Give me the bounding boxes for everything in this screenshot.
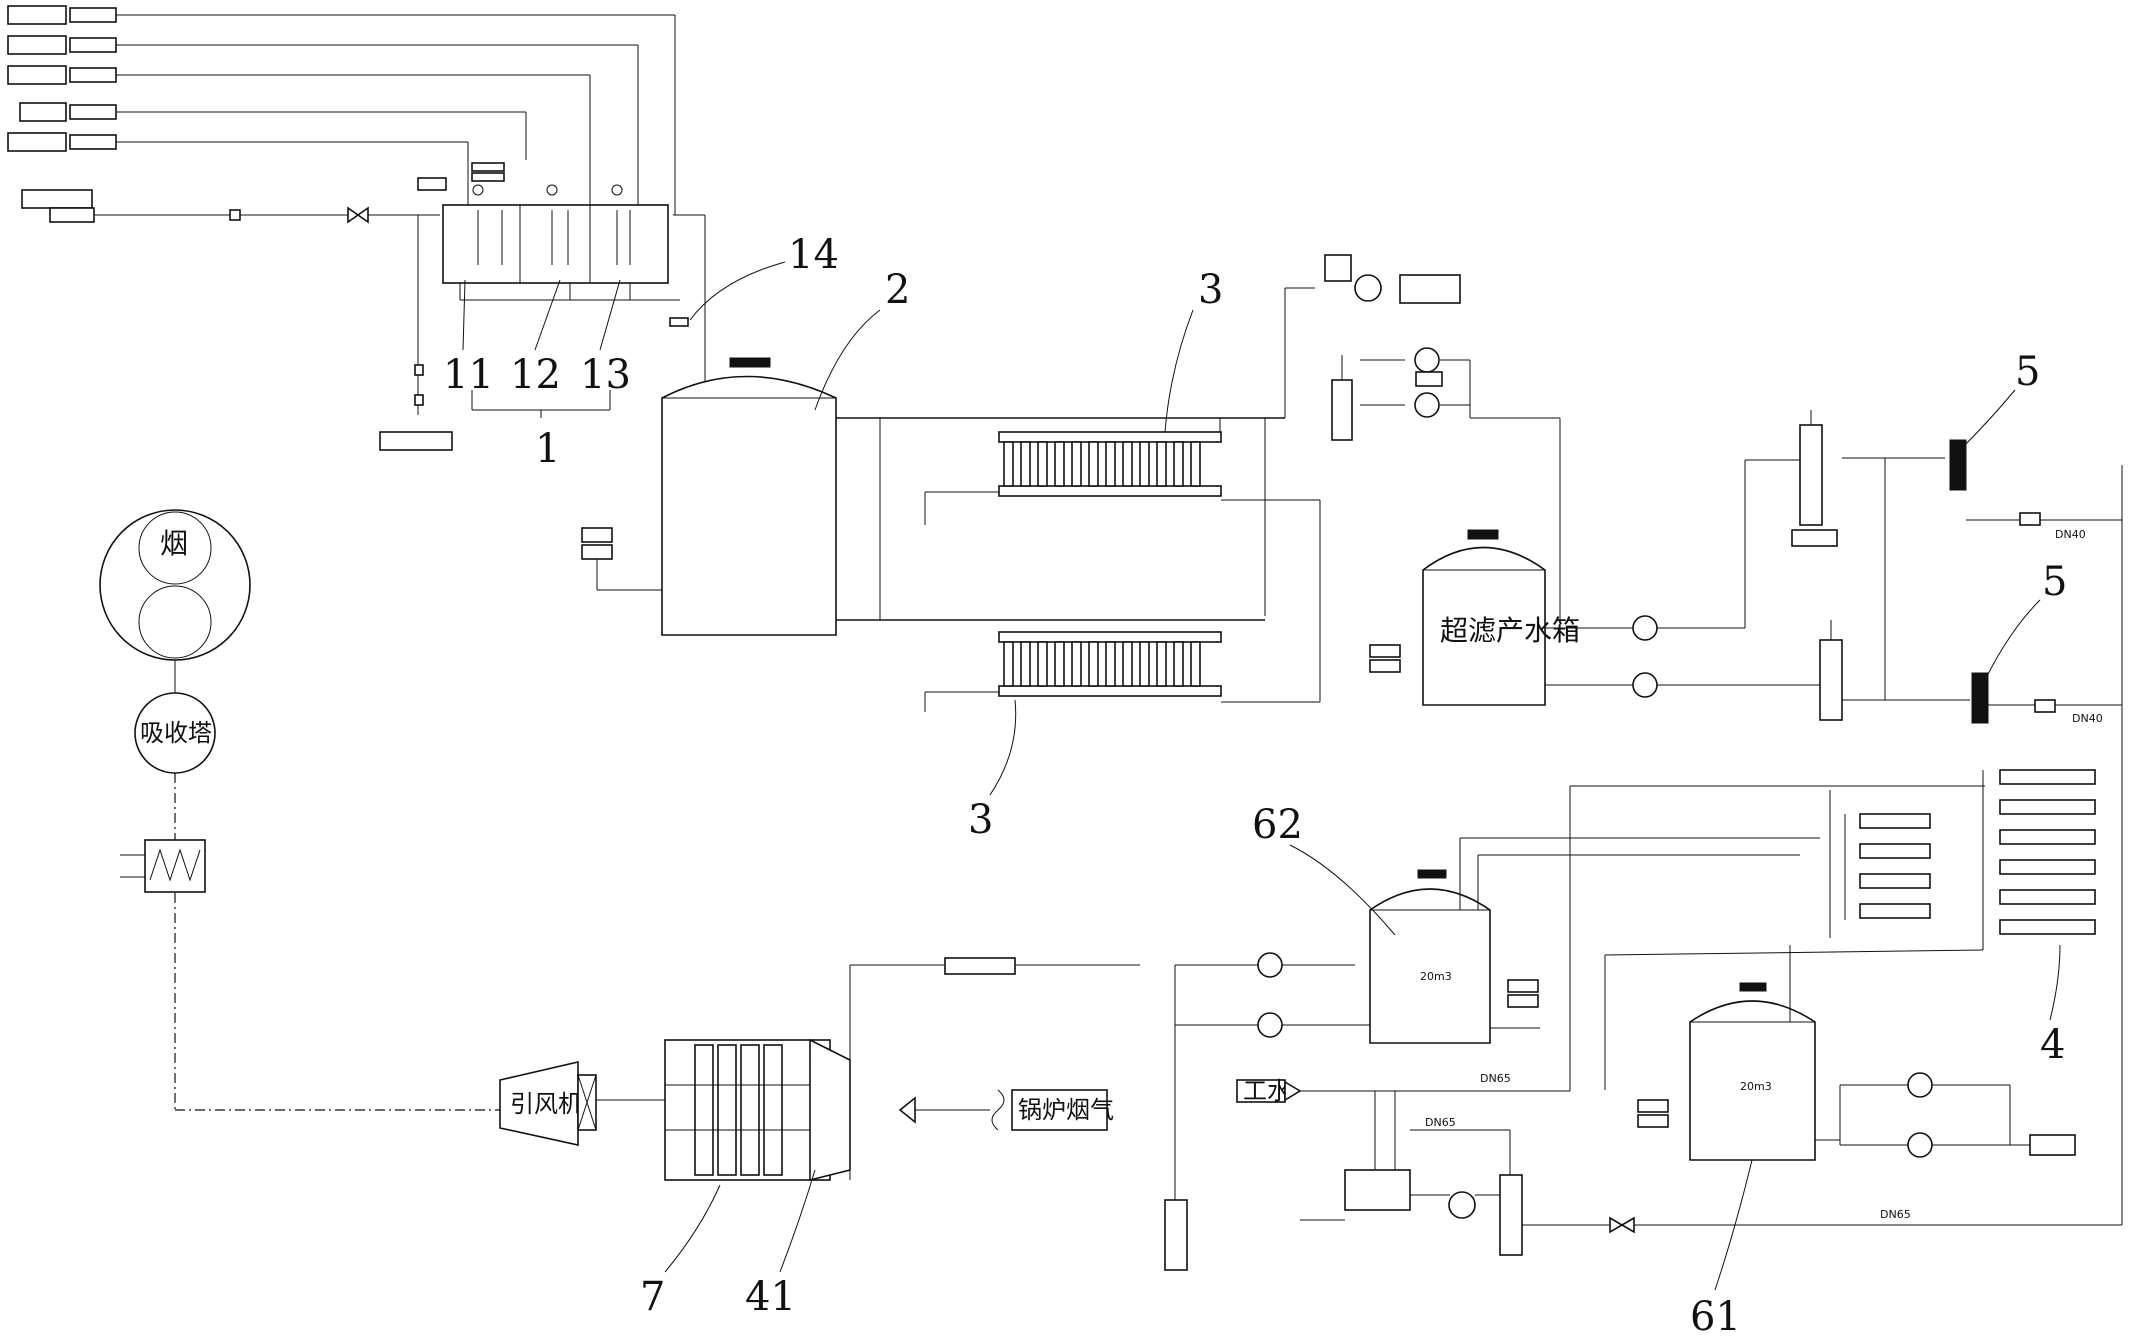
backwash-area xyxy=(1284,254,1560,441)
chimney-absorber: 烟 吸收塔 xyxy=(99,509,500,1111)
callout-1: 1 xyxy=(535,426,560,472)
callout-14: 14 xyxy=(788,232,839,278)
callout-3-upper: 3 xyxy=(1198,267,1223,313)
chemical-feed-lines xyxy=(7,5,676,224)
callout-3-lower: 3 xyxy=(968,797,993,843)
tank-61-volume: 20m3 xyxy=(1740,1080,1772,1093)
industrial-water-label: 工水 xyxy=(1243,1077,1291,1105)
induced-draft-fan: 引风机B xyxy=(499,1060,665,1146)
tank-62: 20m3 62 xyxy=(1252,802,1800,1044)
callout-2: 2 xyxy=(885,267,910,313)
uf-train-lower: 3 xyxy=(836,500,1321,843)
industrial-water-area: 工水 DN65 DN65 DN65 xyxy=(1236,1060,2122,1256)
callout-61: 61 xyxy=(1690,1294,1741,1336)
raw-water-tank: 2 xyxy=(581,267,910,636)
callout-13: 13 xyxy=(580,352,631,398)
uf-product-tank: 超滤产水箱 xyxy=(1369,418,1745,706)
pipe-size-dn65-c: DN65 xyxy=(1880,1208,1911,1221)
uf-train-upper: 3 xyxy=(836,267,1320,620)
tank-62-volume: 20m3 xyxy=(1420,970,1452,983)
pipe-size-dn65-a: DN65 xyxy=(1480,1072,1511,1085)
ro-array: 4 xyxy=(1460,769,2096,1090)
cartridge-filter-area: DN40 DN40 5 5 xyxy=(1744,349,2123,1225)
pipe-size-dn65-b: DN65 xyxy=(1425,1116,1456,1129)
chimney-label: 烟 xyxy=(160,527,188,560)
callout-11: 11 xyxy=(443,352,494,398)
pipe-size-dn40-upper: DN40 xyxy=(2055,528,2086,541)
callout-62: 62 xyxy=(1252,802,1303,848)
callout-5-upper: 5 xyxy=(2015,349,2040,395)
boiler-flue-gas-label: 锅炉烟气 xyxy=(1018,1096,1114,1124)
pipe-size-dn40-lower: DN40 xyxy=(2072,712,2103,725)
callout-5-lower: 5 xyxy=(2042,559,2067,605)
absorber-label: 吸收塔 xyxy=(140,719,212,747)
heat-exchanger: 锅炉烟气 7 41 xyxy=(640,965,1114,1320)
callout-4: 4 xyxy=(2040,1022,2065,1068)
uf-product-tank-label: 超滤产水箱 xyxy=(1440,614,1580,647)
callout-41: 41 xyxy=(745,1274,796,1320)
tank-61: 20m3 61 xyxy=(1637,982,2076,1336)
hx-water-lines xyxy=(850,952,1370,1271)
dosing-unit: 11 12 13 1 14 xyxy=(379,162,839,472)
callout-7: 7 xyxy=(640,1274,665,1320)
callout-12: 12 xyxy=(510,352,561,398)
